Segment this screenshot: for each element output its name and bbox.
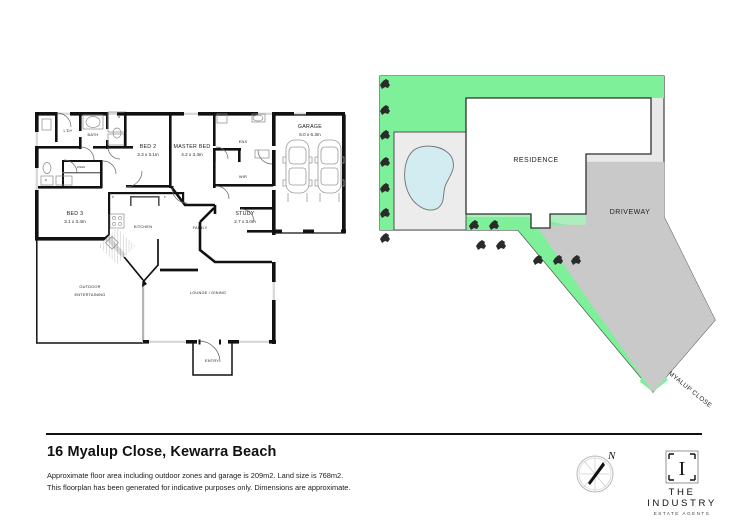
pool-area bbox=[393, 131, 467, 231]
room-dim-garage: 6.0 x 6.3m bbox=[299, 132, 321, 137]
driveway-area bbox=[535, 161, 716, 393]
site-label-residence: RESIDENCE bbox=[513, 157, 558, 164]
floorplan-geometry bbox=[35, 111, 346, 376]
room-label-study: STUDY bbox=[235, 211, 254, 217]
room-label-robe: R bbox=[118, 115, 120, 119]
room-dim-bed2: 3.3 x 3.1m bbox=[137, 152, 159, 157]
room-label-outdoor-line2: ENTERTAINING bbox=[74, 292, 105, 297]
logo-brand-name: THE INDUSTRY bbox=[647, 487, 717, 509]
room-label-robe: R bbox=[62, 178, 64, 182]
room-label-wir: WIR bbox=[239, 174, 247, 179]
compass-north-label: N bbox=[607, 450, 616, 462]
disclaimer-notes: Approximate floor area including outdoor… bbox=[47, 470, 350, 493]
car-outline bbox=[314, 139, 345, 202]
note-line-2: This floorplan has been generated for in… bbox=[47, 482, 351, 492]
room-label-laundry: L'DY bbox=[63, 128, 72, 133]
room-label-bath: BATH bbox=[88, 132, 99, 137]
footer-divider bbox=[46, 433, 702, 435]
room-label-fridge: F bbox=[164, 195, 166, 199]
logo-monogram-mark: I bbox=[665, 450, 699, 484]
room-label-bed2: BED 2 bbox=[140, 144, 157, 150]
logo-monogram-letter: I bbox=[679, 458, 686, 480]
room-label-kitchen: KITCHEN bbox=[134, 224, 152, 229]
room-label-outdoor-line1: OUTDOOR bbox=[79, 284, 100, 289]
note-line-1: Approximate floor area including outdoor… bbox=[47, 471, 344, 480]
logo-tagline: ESTATE AGENTS bbox=[653, 510, 711, 516]
floorplan-drawing: L'DY BATH LINEN D R R BED 2 3.3 x 3.1m M… bbox=[0, 0, 380, 420]
room-label-ens: ENS bbox=[239, 139, 248, 144]
room-label-linen: LINEN bbox=[77, 165, 86, 169]
room-label-lounge: LOUNGE / DINING bbox=[190, 290, 226, 295]
agency-logo: I THE INDUSTRY ESTATE AGENTS bbox=[636, 450, 728, 516]
room-dim-master: 4.2 x 3.4m bbox=[181, 152, 203, 157]
compass-rose: N bbox=[572, 446, 624, 498]
room-label-pantry: P bbox=[112, 195, 114, 199]
page-title: 16 Myalup Close, Kewarra Beach bbox=[47, 444, 277, 460]
room-label-garage: GARAGE bbox=[298, 124, 322, 130]
room-dim-bed3: 3.1 x 3.4m bbox=[64, 219, 86, 224]
room-label-entry: ENTRY bbox=[205, 358, 219, 363]
residence-footprint bbox=[465, 97, 652, 229]
car-outline bbox=[282, 139, 313, 202]
room-label-dryer: D bbox=[45, 178, 47, 182]
room-dim-study: 2.7 x 3.0m bbox=[234, 219, 256, 224]
room-label-family: FAMILY bbox=[193, 225, 208, 230]
room-label-master: MASTER BED bbox=[174, 144, 211, 150]
site-plan: RESIDENCE DRIVEWAY MYALUP CLOSE bbox=[368, 62, 740, 412]
floorplan-room-labels: L'DY BATH LINEN D R R BED 2 3.3 x 3.1m M… bbox=[45, 115, 322, 363]
site-label-driveway: DRIVEWAY bbox=[610, 209, 651, 216]
swimming-pool bbox=[404, 145, 454, 211]
room-label-bed3: BED 3 bbox=[67, 211, 84, 217]
site-label-street: MYALUP CLOSE bbox=[667, 370, 713, 409]
